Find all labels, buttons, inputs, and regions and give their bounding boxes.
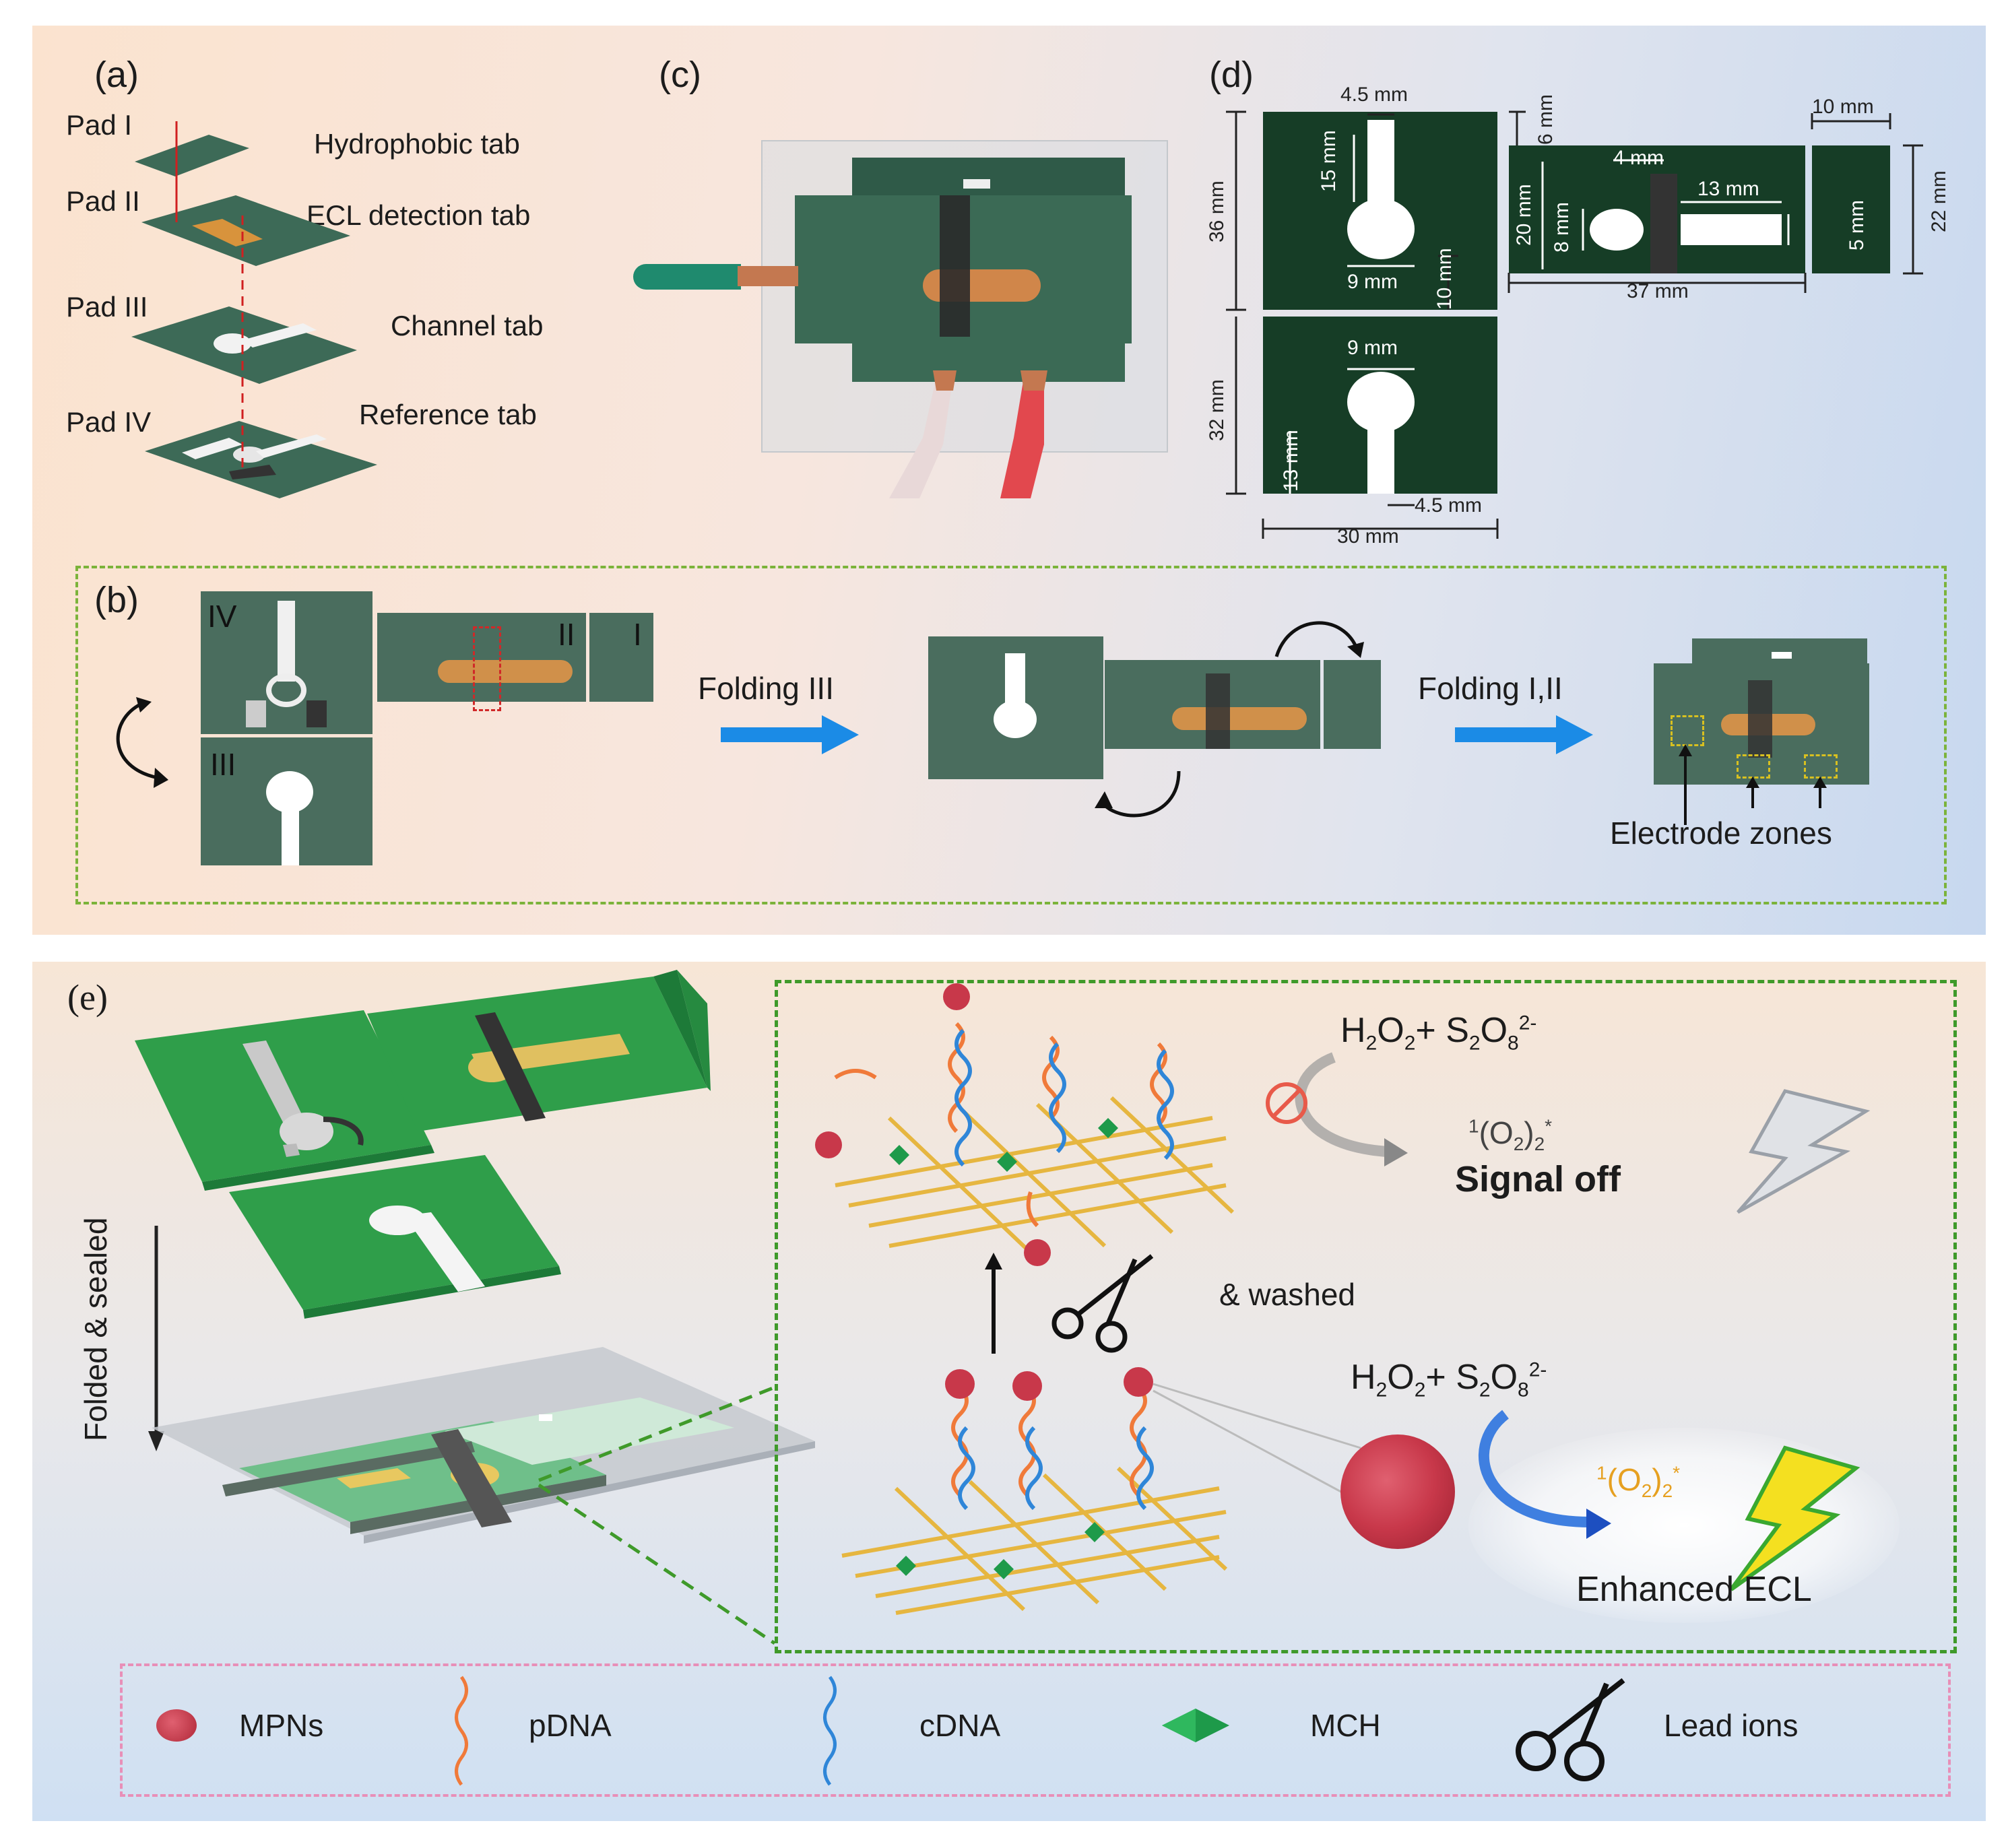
device-photo-dark-band: [940, 195, 970, 337]
layout-circle-upper: [1347, 199, 1415, 259]
label-d: (d): [1209, 55, 1254, 95]
layout-dark-band: [1650, 174, 1677, 273]
dim-bottom-45: 4.5 mm: [1415, 494, 1483, 517]
layout-rect-electrode: [1681, 214, 1782, 245]
layout-pad-right: [1812, 145, 1890, 273]
signal-off-label: Signal off: [1455, 1159, 1621, 1199]
alligator-clips: [889, 370, 1047, 498]
electrode-zone-3: [1804, 754, 1838, 779]
legend-mch-icon: [1162, 1709, 1229, 1742]
b1-iv-electrode-right: [306, 700, 327, 727]
b1-pad-i: [589, 613, 653, 702]
green-clip-wire: [633, 264, 741, 290]
device-photo-top-strip: [852, 158, 1125, 195]
roman-ii: II: [558, 617, 575, 652]
reference-tab-label: Reference tab: [359, 399, 537, 430]
b2-circle: [994, 700, 1037, 738]
singlet-oxygen-bottom: 1(O2)2*: [1596, 1462, 1681, 1502]
dim-diameter-9-upper: 9 mm: [1347, 271, 1398, 293]
legend-mpn-icon: [156, 1709, 197, 1742]
copper-clip-left: [738, 266, 798, 286]
legend-lead-ions-label: Lead ions: [1664, 1708, 1799, 1743]
mpn-nanoparticle-zoom: [1340, 1434, 1455, 1549]
dimension-lines: [1226, 110, 1923, 539]
electrode-zones-label: Electrode zones: [1610, 816, 1832, 851]
roman-iii: III: [210, 747, 236, 782]
inhibited-arrow-icon: [1266, 1052, 1408, 1166]
pad-2-label: Pad II: [66, 185, 140, 217]
b3-notch: [1772, 652, 1792, 659]
dim-width-13: 13 mm: [1697, 178, 1759, 200]
grey-lightning-icon: [1737, 1089, 1871, 1214]
dim-diameter-9-lower: 9 mm: [1347, 337, 1398, 359]
layout-circle-middle: [1590, 209, 1644, 251]
rotate-arrow-icon: [116, 697, 168, 788]
reaction-bottom: H2O2+ S2O82-: [1351, 1358, 1547, 1401]
b1-ii-gold-electrode: [438, 660, 573, 683]
fold-arrow-bottom-icon: [1095, 770, 1181, 818]
electrode-zone-1: [1671, 715, 1704, 746]
washed-label: & washed: [1219, 1277, 1356, 1312]
roman-iv: IV: [207, 599, 237, 634]
legend-cdna-label: cDNA: [919, 1708, 1001, 1743]
b2-pad-right: [1324, 660, 1381, 749]
exploded-pads-illustration: [131, 121, 377, 498]
cleavage-step: [985, 1253, 1154, 1354]
reaction-top: H2O2+ S2O82-: [1340, 1011, 1537, 1055]
dim-right-10: 10 mm: [1812, 96, 1874, 118]
b2-dark-band: [1206, 673, 1230, 749]
label-c: (c): [659, 55, 701, 95]
device-photo-bottom-strip: [852, 340, 1125, 382]
lattice-signal-on: [841, 1367, 1228, 1615]
pad-1-label: Pad I: [66, 109, 133, 141]
layout-channel-lower: [1367, 404, 1394, 494]
legend-pdna-label: pDNA: [529, 1708, 612, 1743]
3d-device-illustration: [135, 970, 815, 1544]
hydrophobic-tab-label: Hydrophobic tab: [314, 128, 520, 160]
enhanced-ecl-label: Enhanced ECL: [1576, 1570, 1812, 1609]
activated-arrow-icon: [1478, 1410, 1611, 1539]
legend-scissors-icon: [1516, 1678, 1625, 1781]
label-a: (a): [94, 55, 139, 95]
legend-mch-label: MCH: [1310, 1708, 1381, 1743]
device-photo-notch: [963, 179, 990, 189]
singlet-oxygen-top: 1(O2)2*: [1468, 1115, 1553, 1155]
b1-iii-channel: [282, 801, 299, 865]
b3-dark-band: [1748, 680, 1772, 758]
label-e: (e): [67, 977, 108, 1018]
b1-ii-highlight: [473, 626, 501, 711]
pad-4-label: Pad IV: [66, 406, 152, 438]
folding-i-ii-label: Folding I,II: [1418, 671, 1563, 706]
electrode-zone-2: [1737, 754, 1770, 779]
folding-iii-label: Folding III: [698, 671, 834, 706]
panel-b-frame: [75, 566, 1947, 904]
yellow-lightning-icon: [1729, 1445, 1860, 1591]
ecl-tab-label: ECL detection tab: [306, 199, 531, 231]
pad-3-label: Pad III: [66, 291, 148, 323]
b1-iv-ring: [266, 673, 306, 707]
dim-top-width: 4.5 mm: [1340, 84, 1408, 106]
b2-gold-electrode: [1172, 707, 1307, 730]
dim-width-30: 30 mm: [1337, 525, 1399, 548]
electrode-zone-pointer-arrows: [1679, 744, 1827, 825]
channel-tab-label: Channel tab: [391, 310, 544, 341]
dim-width-37: 37 mm: [1627, 280, 1689, 302]
b1-iv-electrode-left: [246, 700, 266, 727]
legend-pdna-icon: [455, 1676, 468, 1786]
roman-i: I: [633, 617, 642, 652]
dim-width-4: 4 mm: [1613, 147, 1664, 169]
legend-mpns-label: MPNs: [239, 1708, 324, 1743]
fold-arrow-top-icon: [1274, 621, 1364, 658]
legend-frame: [120, 1663, 1951, 1797]
blue-arrow-2: [1455, 715, 1593, 754]
mechanism-zoom-frame: [775, 980, 1957, 1653]
blue-arrow-1: [721, 715, 859, 754]
b1-iv-channel: [278, 601, 295, 682]
legend-cdna-icon: [823, 1676, 837, 1786]
lattice-signal-off: [815, 983, 1235, 1266]
label-b: (b): [94, 580, 139, 620]
